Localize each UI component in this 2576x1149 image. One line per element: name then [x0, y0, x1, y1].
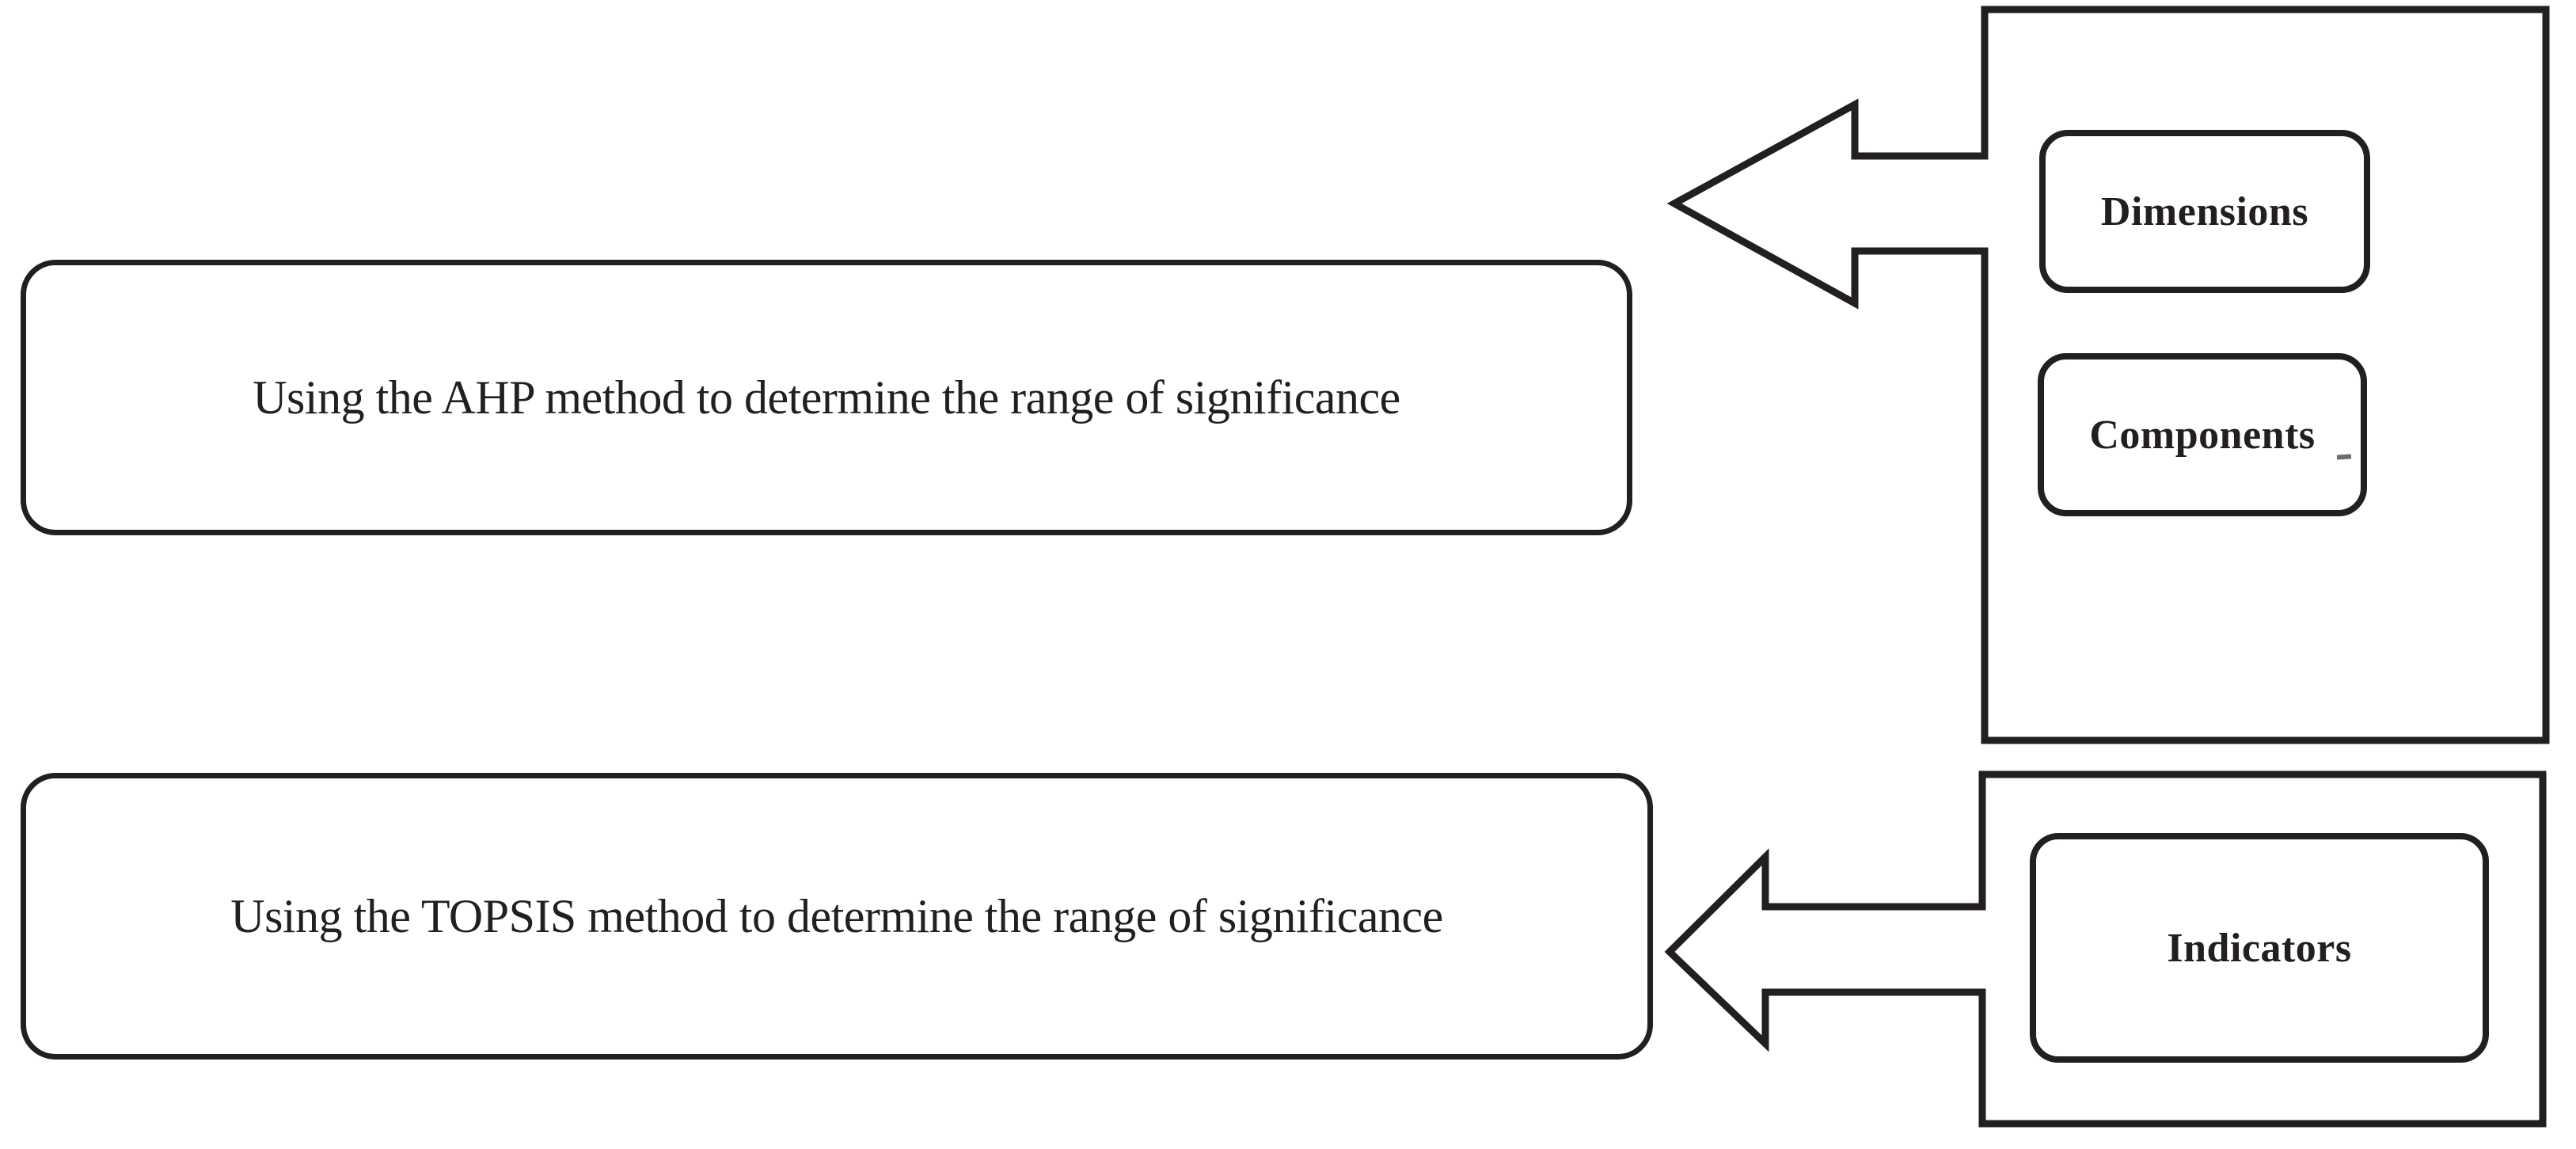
criterion-box-components-label: Components [2089, 412, 2316, 458]
criterion-box-dimensions-label: Dimensions [2100, 188, 2309, 234]
criterion-box-components[interactable]: Components [2038, 353, 2367, 516]
scan-artifact-mark [2336, 454, 2352, 460]
criterion-box-dimensions[interactable]: Dimensions [2039, 130, 2370, 293]
criterion-box-indicators[interactable]: Indicators [2030, 833, 2489, 1063]
criterion-box-indicators-label: Indicators [2167, 925, 2352, 971]
method-box-topsis-label: Using the TOPSIS method to determine the… [230, 889, 1443, 942]
bottom-arrow-bracket-outline [1664, 770, 2547, 1128]
method-box-topsis[interactable]: Using the TOPSIS method to determine the… [21, 773, 1653, 1060]
method-box-ahp[interactable]: Using the AHP method to determine the ra… [21, 260, 1632, 535]
top-arrow-bracket-outline [1666, 6, 2550, 744]
method-box-ahp-label: Using the AHP method to determine the ra… [253, 371, 1400, 424]
